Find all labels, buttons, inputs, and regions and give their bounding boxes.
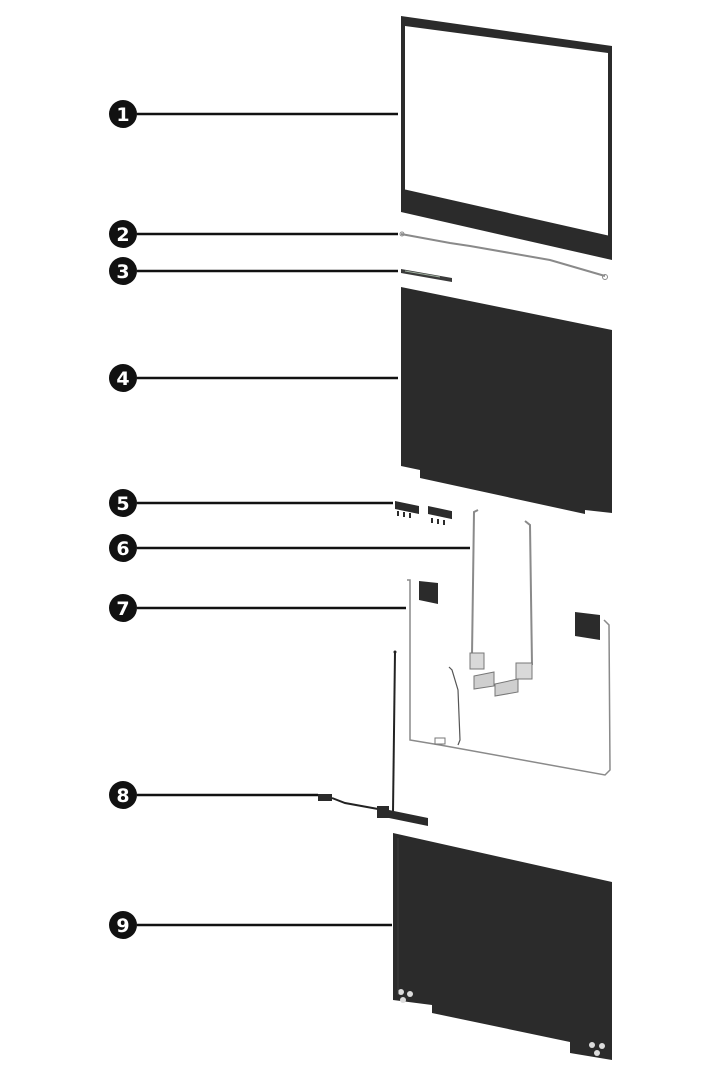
hinge-left [469, 509, 495, 690]
callout-badge [109, 220, 137, 248]
callout-8: 8 [109, 781, 318, 809]
callout-number: 2 [116, 224, 129, 246]
callout-badge [109, 594, 137, 622]
hinge-cover-left [395, 500, 419, 518]
callout-number: 1 [116, 104, 129, 126]
callout-badge [109, 489, 137, 517]
callout-4: 4 [109, 364, 398, 392]
part-hinges [469, 509, 533, 697]
callout-number: 5 [116, 493, 129, 515]
callout-7: 7 [109, 594, 406, 622]
callout-2: 2 [109, 220, 398, 248]
callout-number: 4 [116, 368, 129, 390]
callout-number: 6 [116, 538, 129, 560]
callout-9: 9 [109, 911, 392, 939]
callout-number: 9 [116, 915, 129, 937]
hinge-right [494, 520, 533, 697]
callout-number: 8 [116, 785, 129, 807]
part-antenna [318, 650, 428, 826]
part-display-back-cover [393, 833, 612, 1060]
callout-badge [109, 534, 137, 562]
callout-1: 1 [109, 100, 398, 128]
callout-badge [109, 781, 137, 809]
part-display-bezel [401, 16, 612, 260]
callout-5: 5 [109, 489, 393, 517]
part-display-cable [407, 579, 611, 776]
cable-tape-left [419, 581, 438, 604]
callout-badge [109, 364, 137, 392]
part-display-bracket [399, 231, 608, 280]
callout-number: 3 [116, 261, 129, 283]
part-display-panel [401, 287, 612, 514]
callout-3: 3 [109, 257, 398, 285]
cable-tape-right [575, 612, 600, 640]
hinge-cover-right [428, 505, 452, 525]
part-webcam-module [401, 269, 452, 282]
callout-badge [109, 100, 137, 128]
callout-number: 7 [116, 598, 129, 620]
callout-6: 6 [109, 534, 470, 562]
callout-badge [109, 911, 137, 939]
part-hinge-covers [395, 500, 452, 525]
callout-badge [109, 257, 137, 285]
